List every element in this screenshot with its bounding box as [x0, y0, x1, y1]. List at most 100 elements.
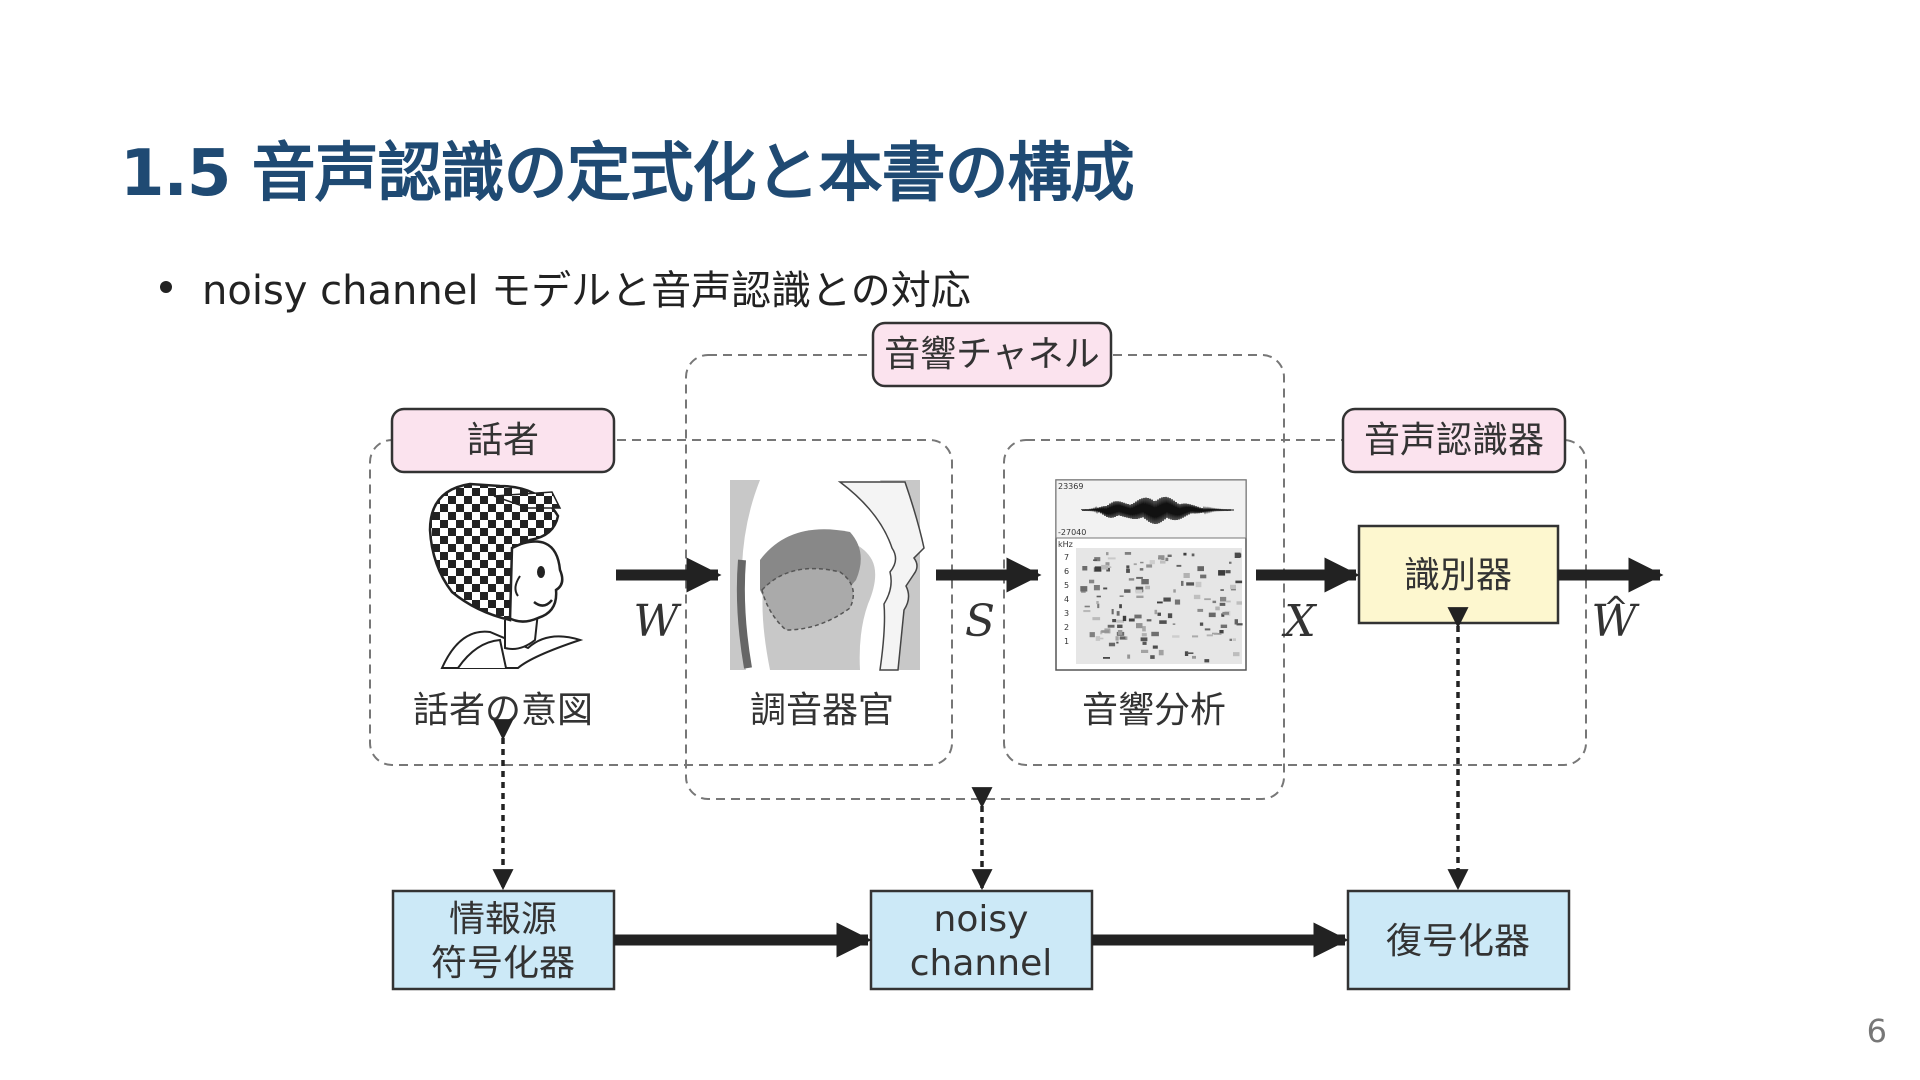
spectrogram-texture [1106, 552, 1109, 556]
spectrogram-texture [1220, 596, 1227, 602]
spectrogram-texture [1212, 632, 1218, 635]
spectrogram-texture [1193, 594, 1201, 600]
bullet-item: noisy channel モデルと音声認識との対応 [160, 258, 971, 316]
svg-text:channel: channel [910, 943, 1052, 984]
spectrogram-texture [1206, 634, 1213, 637]
spectrogram-texture [1089, 579, 1095, 584]
spectrogram-texture [1084, 605, 1090, 608]
spectrogram-texture [1141, 649, 1149, 653]
spectrogram-texture [1136, 595, 1144, 598]
spectrogram-texture [1219, 630, 1224, 634]
spectrogram-texture [1105, 562, 1110, 566]
spectrogram-texture [1204, 659, 1210, 663]
spectrogram-texture [1116, 641, 1119, 644]
spectrogram-texture [1119, 595, 1124, 597]
spectrogram-texture [1128, 618, 1135, 622]
spectrogram-texture [1234, 619, 1238, 625]
spectrogram-texture [1124, 552, 1132, 555]
spectrogram-texture [1229, 561, 1232, 564]
spectrogram-texture [1107, 624, 1115, 628]
spectrogram-texture [1157, 612, 1161, 616]
spectrogram-texture [1236, 601, 1242, 605]
spectrogram-texture [1192, 635, 1199, 638]
spectrogram-texture [1146, 619, 1152, 622]
spectrogram-texture [1150, 655, 1155, 659]
spectrogram-texture [1081, 590, 1086, 593]
spectrogram-texture [1158, 649, 1164, 656]
spectrogram-texture [1115, 636, 1119, 641]
svg-text:音声認識器: 音声認識器 [1364, 420, 1544, 461]
spectrogram-texture [1159, 620, 1167, 624]
spectrogram-icon: 23369 -27040 kHz 7 6 5 4 3 2 1 [1055, 479, 1247, 671]
svg-text:6: 6 [1064, 567, 1069, 576]
spectrogram-texture [1097, 603, 1100, 609]
spectrogram-texture [1136, 576, 1143, 579]
spectrogram-texture [1212, 600, 1217, 604]
spectrogram-texture [1197, 608, 1204, 612]
spectrogram-texture [1140, 561, 1144, 564]
slide-title: 1.5 音声認識の定式化と本書の構成 [120, 137, 1135, 211]
speaker-label: 話者 [390, 407, 616, 474]
svg-text:2: 2 [1064, 623, 1069, 632]
spectrogram-texture [1117, 630, 1123, 635]
svg-text:3: 3 [1064, 609, 1069, 618]
spectrogram-texture [1225, 570, 1231, 574]
variable-w-hat: W [1591, 596, 1640, 647]
spectrogram-texture [1116, 611, 1120, 616]
spectrogram-texture [1157, 601, 1163, 604]
spectrogram-texture [1232, 638, 1236, 641]
spectrogram-texture [1108, 642, 1116, 647]
spectrogram-texture [1229, 638, 1232, 641]
spectrogram-texture [1220, 624, 1228, 628]
spectrogram-texture [1126, 565, 1130, 569]
spectrogram-texture [1111, 609, 1114, 615]
spectrogram-texture [1165, 557, 1169, 562]
spectrogram-texture [1160, 560, 1166, 564]
spectrogram-texture [1119, 636, 1126, 640]
spectrogram-texture [1094, 566, 1102, 572]
spectrogram-texture [1192, 655, 1196, 659]
spectrogram-texture [1181, 580, 1184, 586]
spectrogram-texture [1167, 613, 1173, 619]
svg-text:復号化器: 復号化器 [1386, 921, 1530, 962]
spectrogram-texture [1099, 637, 1104, 640]
decoder-box: 復号化器 [1346, 889, 1571, 991]
spectrogram-texture [1133, 563, 1137, 566]
svg-text:7: 7 [1064, 553, 1069, 562]
spectrogram-texture [1158, 555, 1165, 560]
caption-articulators: 調音器官 [750, 690, 894, 731]
spectrogram-texture [1149, 560, 1155, 565]
spectrogram-texture [1183, 552, 1187, 556]
spectrogram-texture [1195, 581, 1202, 588]
spectrogram-texture [1197, 566, 1204, 572]
spectrogram-texture [1126, 568, 1130, 573]
spectrogram-texture [1119, 604, 1122, 609]
spectrogram-texture [1096, 595, 1101, 598]
spectrogram-texture [1128, 578, 1135, 581]
spectrogram-texture [1208, 612, 1216, 618]
svg-text:5: 5 [1064, 581, 1069, 590]
vocal-tract-icon [730, 480, 925, 671]
spectrogram-texture [1204, 598, 1211, 601]
spectrogram-texture [1204, 628, 1211, 631]
spectrogram-texture [1127, 654, 1131, 659]
svg-text:識別器: 識別器 [1404, 555, 1512, 596]
spectrogram-texture [1186, 652, 1194, 654]
spectrogram-texture [1221, 613, 1225, 617]
spectrogram-texture [1142, 626, 1146, 632]
spectrogram-texture [1095, 636, 1101, 641]
spectrogram-texture [1220, 589, 1224, 591]
spectrogram-texture [1233, 652, 1240, 657]
spectrogram-texture [1172, 623, 1176, 625]
spectrogram-texture [1101, 564, 1108, 570]
spectrogram-texture [1215, 606, 1220, 611]
spectrogram-texture [1219, 602, 1226, 606]
spectrogram-texture [1134, 614, 1142, 619]
svg-text:話者: 話者 [467, 420, 539, 461]
spectrogram-texture [1214, 633, 1222, 635]
spectrogram-texture [1186, 582, 1195, 586]
spectrogram-texture [1112, 619, 1117, 623]
spectrogram-texture [1200, 574, 1207, 579]
spectrogram-texture [1174, 599, 1181, 605]
